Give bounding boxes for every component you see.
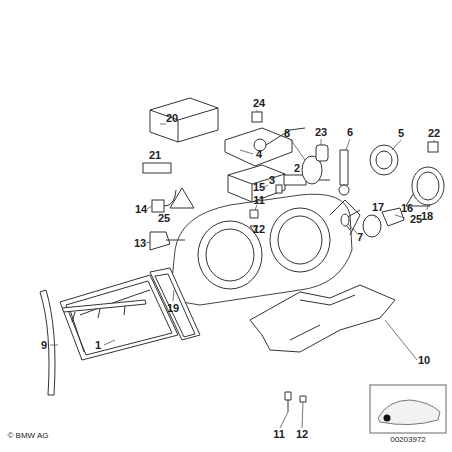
- callout-number: 2: [294, 163, 300, 174]
- callout-number: 23: [315, 127, 327, 138]
- copyright-note: © BMW AG: [7, 432, 48, 440]
- callout-number: 5: [398, 128, 404, 139]
- callout-number: 14: [135, 204, 147, 215]
- callout-number: 25: [158, 213, 170, 224]
- callout-number: 7: [357, 232, 363, 243]
- drawing-number: 00203972: [390, 436, 426, 444]
- callout-number: 9: [41, 340, 47, 351]
- callout-number: 8: [284, 128, 290, 139]
- callout-number: 19: [167, 303, 179, 314]
- callout-number: 20: [166, 113, 178, 124]
- callout-number: 4: [256, 149, 262, 160]
- callout-number: 16: [401, 203, 413, 214]
- callout-number: 12: [253, 224, 265, 235]
- callout-number: 13: [134, 238, 146, 249]
- callout-number: 1: [95, 340, 101, 351]
- callout-number: 24: [253, 98, 265, 109]
- callout-number: 11: [273, 429, 285, 440]
- callout-number: 17: [372, 202, 384, 213]
- callout-number: 6: [347, 127, 353, 138]
- callout-number: 15: [253, 182, 265, 193]
- callout-number: 18: [421, 211, 433, 222]
- callout-number: 11: [253, 195, 265, 206]
- callout-number: 22: [428, 128, 440, 139]
- callout-number: 21: [149, 150, 161, 161]
- callout-number: 3: [269, 175, 275, 186]
- callout-number: 10: [418, 355, 430, 366]
- callout-number: 12: [296, 429, 308, 440]
- callout-number: 25: [410, 214, 422, 225]
